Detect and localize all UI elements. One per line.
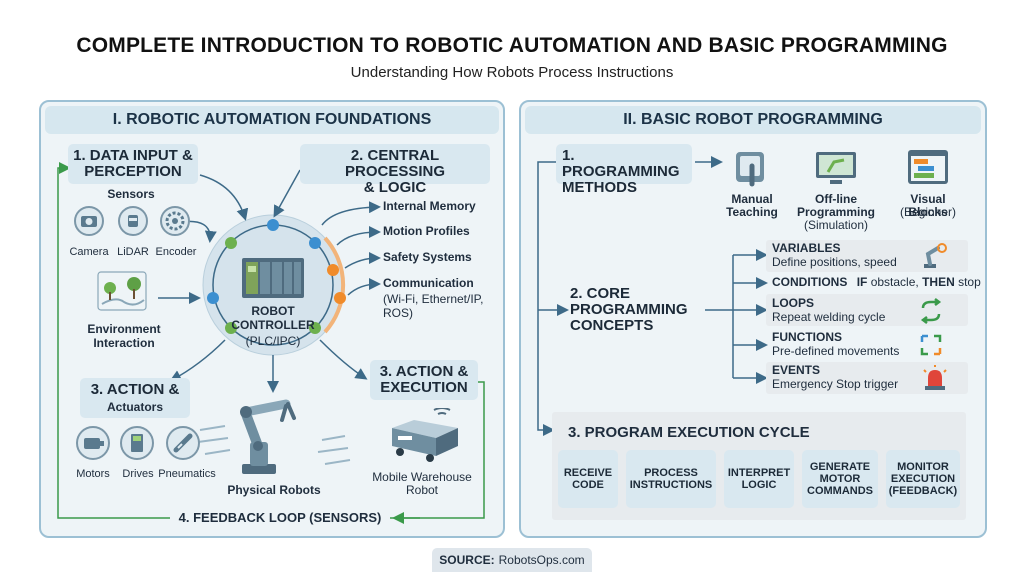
output-communication-title: Communication: [383, 276, 474, 290]
concept-events-name: EVENTS: [772, 363, 821, 377]
concept-conditions-name: CONDITIONS: [772, 275, 848, 289]
robot-arm-icon: [228, 394, 320, 478]
concept-events-detail: Emergency Stop trigger: [772, 377, 899, 391]
concept-loops-name: LOOPS: [772, 296, 815, 310]
sensor-label-lidar: LiDAR: [117, 246, 149, 258]
step1-data-input-box: 1. DATA INPUT & PERCEPTION: [68, 144, 198, 184]
function-blocks-icon: [918, 332, 944, 358]
controller-label-line2: CONTROLLER: [231, 318, 315, 332]
concept-variables-name: VARIABLES: [772, 241, 841, 255]
step3-action-execution-box: 3. ACTION & EXECUTION: [370, 360, 478, 400]
main-title: COMPLETE INTRODUCTION TO ROBOTIC AUTOMAT…: [76, 34, 948, 57]
step2-central-processing-box: 2. CENTRAL PROCESSING & LOGIC: [300, 144, 490, 196]
method-offline-programming-detail: (Simulation): [803, 218, 869, 232]
concept-conditions-row: CONDITIONS IF obstacle, THEN stop: [772, 276, 981, 289]
step3-action-title: 3. ACTION &: [90, 381, 180, 398]
mobile-robot-icon: [384, 407, 466, 464]
left-panel-heading: I. ROBOTIC AUTOMATION FOUNDATIONS: [45, 106, 499, 134]
visual-blocks-icon: [906, 148, 950, 188]
offline-programming-icon: [814, 148, 858, 188]
output-safety-systems: Safety Systems: [383, 250, 472, 264]
controller-label-line3: (PLC/IPC): [245, 334, 301, 348]
concept-conditions-if: IF: [856, 275, 868, 289]
source-label: SOURCE:: [439, 553, 495, 567]
cycle-step-generate-motor-commands: GENERATE MOTOR COMMANDS: [802, 450, 878, 508]
step4-feedback-loop-label: 4. FEEDBACK LOOP (SENSORS): [170, 510, 390, 525]
right-step3-execution-cycle-label: 3. PROGRAM EXECUTION CYCLE: [568, 424, 810, 441]
right-step2-core-concepts-box: 2. CORE PROGRAMMING CONCEPTS: [570, 285, 688, 334]
output-internal-memory: Internal Memory: [383, 199, 476, 213]
loop-arrows-icon: [918, 298, 944, 324]
concept-functions-name: FUNCTIONS: [772, 330, 842, 344]
emergency-light-icon: [920, 364, 950, 392]
motor-icon: [76, 426, 110, 460]
robot-controller-icon: [240, 254, 306, 300]
cycle-step-monitor-execution: MONITOR EXECUTION (FEEDBACK): [886, 450, 960, 508]
mobile-warehouse-robot-label: Mobile Warehouse Robot: [372, 470, 472, 497]
lidar-icon: [118, 206, 148, 236]
camera-icon: [74, 206, 104, 236]
actuators-label: Actuators: [106, 400, 163, 414]
actuator-label-pneumatics: Pneumatics: [158, 468, 216, 480]
sensors-label: Sensors: [107, 187, 155, 201]
pneumatics-icon: [166, 426, 200, 460]
drive-icon: [120, 426, 154, 460]
concept-loops-detail: Repeat welding cycle: [772, 310, 886, 324]
concept-conditions-then: THEN: [922, 275, 955, 289]
method-offline-programming: Off-line Programming: [796, 192, 875, 219]
sensor-label-camera: Camera: [69, 246, 109, 258]
output-communication-detail: (Wi-Fi, Ethernet/IP, ROS): [383, 292, 484, 320]
method-visual-blocks-detail: (Beginner): [899, 205, 957, 219]
robot-arm-small-icon: [918, 240, 948, 270]
method-manual-teaching: Manual Teaching: [726, 192, 778, 219]
controller-label-line1: ROBOT: [251, 304, 295, 318]
concept-conditions-mid: obstacle,: [870, 275, 919, 289]
environment-icon: [94, 270, 150, 312]
subtitle: Understanding How Robots Process Instruc…: [350, 64, 674, 81]
concept-variables-detail: Define positions, speed: [772, 255, 897, 269]
concept-functions-detail: Pre-defined movements: [772, 344, 900, 358]
cycle-step-receive-code: RECEIVE CODE: [558, 450, 618, 508]
step3-action-actuators-box: 3. ACTION & Actuators: [80, 378, 190, 418]
source-value: RobotsOps.com: [498, 553, 585, 567]
cycle-step-process-instructions: PROCESS INSTRUCTIONS: [626, 450, 716, 508]
right-step1-programming-methods-box: 1. PROGRAMMING METHODS: [556, 144, 692, 196]
right-panel-heading: II. BASIC ROBOT PROGRAMMING: [525, 106, 981, 134]
encoder-icon: [160, 206, 190, 236]
environment-interaction-label: Environment Interaction: [87, 322, 161, 350]
method-visual-blocks: Visual Blocks: [908, 192, 948, 219]
output-motion-profiles: Motion Profiles: [383, 224, 470, 238]
concept-conditions-end: stop: [958, 275, 981, 289]
cycle-step-interpret-logic: INTERPRET LOGIC: [724, 450, 794, 508]
source-credit: SOURCE: RobotsOps.com: [432, 548, 592, 572]
manual-teaching-icon: [732, 148, 772, 188]
sensor-label-encoder: Encoder: [155, 246, 197, 258]
actuator-label-motors: Motors: [76, 468, 110, 480]
physical-robots-label: Physical Robots: [227, 483, 321, 497]
actuator-label-drives: Drives: [122, 468, 154, 480]
